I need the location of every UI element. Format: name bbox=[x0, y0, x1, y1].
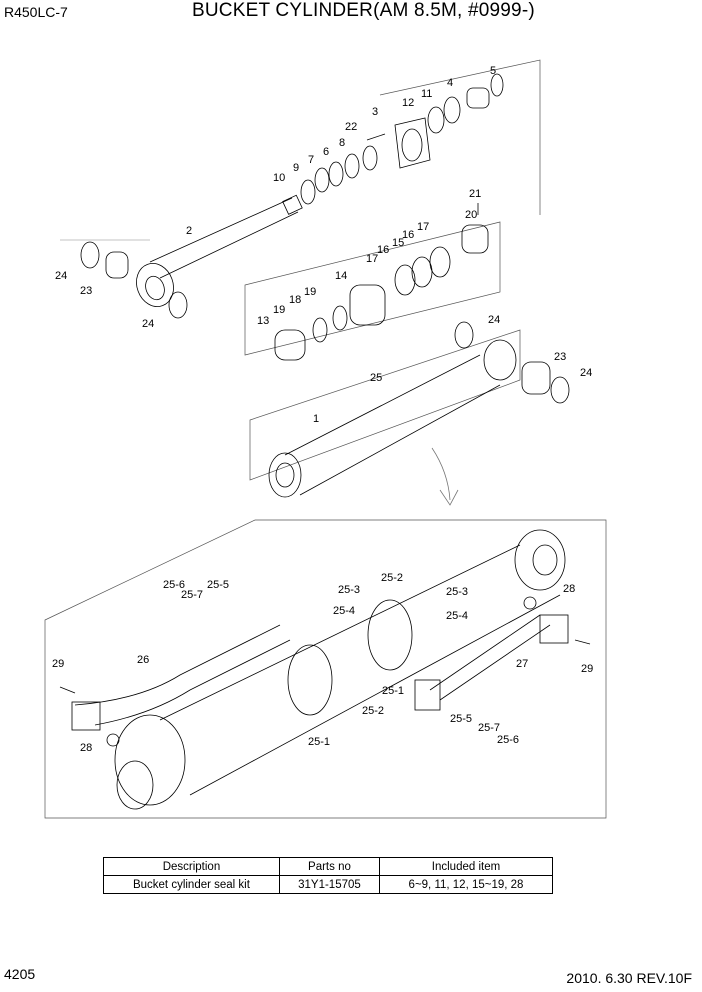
tube-group-frame bbox=[249, 329, 521, 481]
callout-24c: 24 bbox=[488, 314, 500, 326]
callout-24d: 24 bbox=[580, 367, 592, 379]
callout-8: 8 bbox=[339, 137, 345, 149]
table-header-row: Description Parts no Included item bbox=[103, 857, 554, 876]
callout-16a: 16 bbox=[402, 229, 414, 241]
callout-10: 10 bbox=[273, 172, 285, 184]
callout-25-5a: 25-5 bbox=[207, 579, 229, 591]
seal-kit-table: Description Parts no Included item Bucke… bbox=[103, 857, 554, 894]
callout-12: 12 bbox=[402, 97, 414, 109]
callout-18: 18 bbox=[289, 294, 301, 306]
header-parts-no: Parts no bbox=[278, 857, 380, 876]
callout-9: 9 bbox=[293, 162, 299, 174]
header-included-item: Included item bbox=[378, 857, 554, 876]
callout-25-2a: 25-2 bbox=[381, 572, 403, 584]
callout-29a: 29 bbox=[52, 658, 64, 670]
callout-4: 4 bbox=[447, 77, 453, 89]
callout-2: 2 bbox=[186, 225, 192, 237]
piston-group-frame bbox=[244, 221, 501, 356]
callout-25-6b: 25-6 bbox=[497, 734, 519, 746]
callout-25-5b: 25-5 bbox=[450, 713, 472, 725]
tube-part bbox=[268, 339, 517, 498]
model-code: R450LC-7 bbox=[4, 4, 68, 20]
rod-part bbox=[136, 194, 303, 307]
callout-19b: 19 bbox=[273, 304, 285, 316]
bushing-23a bbox=[105, 251, 129, 279]
callout-25-4a: 25-4 bbox=[333, 605, 355, 617]
callout-25-4b: 25-4 bbox=[446, 610, 468, 622]
callout-13: 13 bbox=[257, 315, 269, 327]
callout-19a: 19 bbox=[304, 286, 316, 298]
callout-25-3a: 25-3 bbox=[338, 584, 360, 596]
callout-23b: 23 bbox=[554, 351, 566, 363]
callout-25: 25 bbox=[370, 372, 382, 384]
table-row: Bucket cylinder seal kit 31Y1-15705 6~9,… bbox=[103, 875, 554, 894]
callout-28a: 28 bbox=[563, 583, 575, 595]
callout-23a: 23 bbox=[80, 285, 92, 297]
callout-25-2b: 25-2 bbox=[362, 705, 384, 717]
ring-24a bbox=[80, 241, 100, 269]
callout-5: 5 bbox=[490, 65, 496, 77]
callout-16b: 16 bbox=[377, 244, 389, 256]
date-revision: 2010. 6.30 REV.10F bbox=[566, 970, 692, 986]
callout-28b: 28 bbox=[80, 742, 92, 754]
callout-25-7b: 25-7 bbox=[478, 722, 500, 734]
detail-frame bbox=[44, 519, 607, 819]
callout-26: 26 bbox=[137, 654, 149, 666]
cell-included-item: 6~9, 11, 12, 15~19, 28 bbox=[378, 875, 554, 894]
callout-22: 22 bbox=[345, 121, 357, 133]
callout-29b: 29 bbox=[581, 663, 593, 675]
callout-14: 14 bbox=[335, 270, 347, 282]
callout-24a: 24 bbox=[55, 270, 67, 282]
cell-parts-no: 31Y1-15705 bbox=[278, 875, 380, 894]
cell-description: Bucket cylinder seal kit bbox=[103, 875, 280, 894]
callout-27: 27 bbox=[516, 658, 528, 670]
page-title: BUCKET CYLINDER(AM 8.5M, #0999-) bbox=[192, 0, 535, 21]
callout-25-1b: 25-1 bbox=[308, 736, 330, 748]
callout-25-3b: 25-3 bbox=[446, 586, 468, 598]
callout-25-1a: 25-1 bbox=[382, 685, 404, 697]
callout-24b: 24 bbox=[142, 318, 154, 330]
cylinder-detail bbox=[59, 529, 591, 810]
callout-17b: 17 bbox=[366, 253, 378, 265]
callout-1: 1 bbox=[313, 413, 319, 425]
callout-25-7a: 25-7 bbox=[181, 589, 203, 601]
callout-20: 20 bbox=[465, 209, 477, 221]
callout-6: 6 bbox=[323, 146, 329, 158]
callout-25-6a: 25-6 bbox=[163, 579, 185, 591]
callout-15: 15 bbox=[392, 237, 404, 249]
callout-21: 21 bbox=[469, 188, 481, 200]
callout-11: 11 bbox=[421, 88, 432, 100]
callout-3: 3 bbox=[372, 106, 378, 118]
page-number: 4205 bbox=[4, 966, 36, 982]
callout-7: 7 bbox=[308, 154, 314, 166]
callout-17a: 17 bbox=[417, 221, 429, 233]
header-description: Description bbox=[103, 857, 280, 876]
